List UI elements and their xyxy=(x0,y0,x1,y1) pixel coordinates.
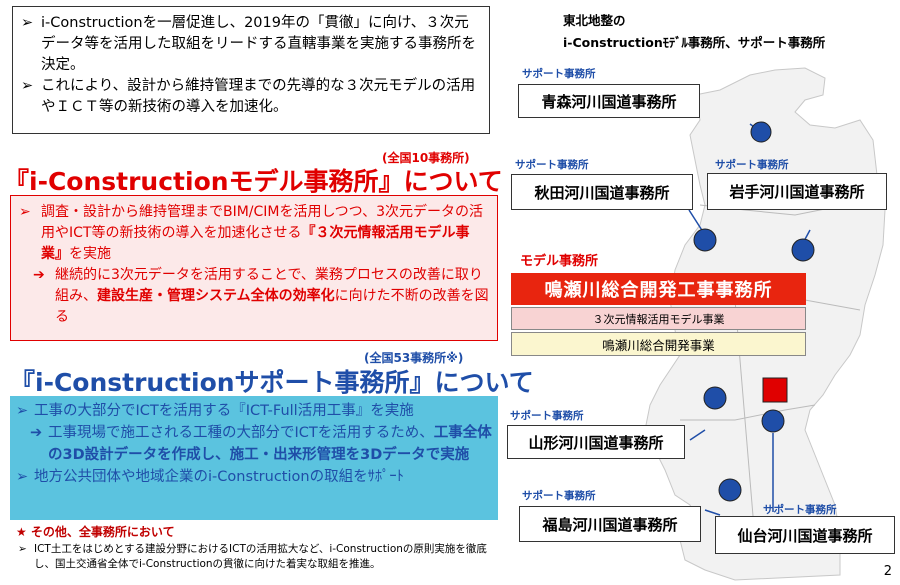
map-title: 東北地整の i-Constructionﾓﾃﾞﾙ事務所、サポート事務所 xyxy=(563,10,825,54)
bullet-icon: ➢ xyxy=(19,204,31,220)
support-label-iwate: サポート事務所 xyxy=(715,159,789,171)
model-office: 鳴瀬川総合開発工事事務所 xyxy=(511,273,806,305)
model-item-2-strong: 建設生産・管理システム全体の効率化 xyxy=(97,288,335,304)
fukushima-marker xyxy=(718,478,742,502)
arrow-icon: ➔ xyxy=(33,267,45,283)
bullet-icon: ➢ xyxy=(18,543,27,555)
model-item-1: ➢ 調査・設計から維持管理までBIM/CIMを活用しつつ、3次元データの活用やI… xyxy=(19,202,489,265)
model-count: (全国10事務所) xyxy=(382,151,470,165)
model-item-2-text: 継続的に3次元データを活用することで、業務プロセスの改善に取り組み、建設生産・管… xyxy=(55,265,489,328)
support-item-2-strong: 工事全体の3D設計データを作成し、施工・出来形管理を3Dデータで実施 xyxy=(48,425,492,463)
other-text-body: ICT土工をはじめとする建設分野におけるICTの活用拡大など、i-Constru… xyxy=(34,543,487,570)
model-sub-project: ３次元情報活用モデル事業 xyxy=(511,307,806,330)
other-title: ★ その他、全事務所において xyxy=(16,525,175,539)
support-label-akita: サポート事務所 xyxy=(515,159,589,171)
support-label-sendai: サポート事務所 xyxy=(763,504,837,516)
other-text: ➢ ICT土工をはじめとする建設分野におけるICTの活用拡大など、i-Const… xyxy=(18,542,498,572)
support-item-1: ➢ 工事の大部分でICTを活用する『ICT-Full活用工事』を実施 xyxy=(16,400,492,422)
office-iwate: 岩手河川国道事務所 xyxy=(707,173,887,210)
support-item-3-text: 地方公共団体や地域企業のi-Constructionの取組をｻﾎﾟｰﾄ xyxy=(34,469,404,485)
office-yamagata: 山形河川国道事務所 xyxy=(507,425,685,459)
model-heading: 『i-Constructionモデル事務所』について xyxy=(4,167,503,196)
intro-item: ➢ i-Constructionを一層促進し、2019年の「貫徹」に向け、３次元… xyxy=(21,13,481,76)
support-label-aomori: サポート事務所 xyxy=(522,68,596,80)
support-item-2: ➔ 工事現場で施工される工種の大部分でICTを活用するため、工事全体の3D設計デ… xyxy=(16,422,492,466)
model-item-1-prefix: 調査・設計から維持管理までBIM/CIMを活用しつつ、3次元データの活用やICT… xyxy=(41,204,484,241)
model-label: モデル事務所 xyxy=(520,254,599,269)
model-item-2-prefix: 継続的に3次元データを活用することで、業務プロセスの改善に取り組み、 xyxy=(55,267,483,304)
support-label-yamagata: サポート事務所 xyxy=(510,410,584,422)
arrow-icon: ➔ xyxy=(30,425,43,441)
model-item-1-suffix: を実施 xyxy=(69,246,111,262)
intro-box: ➢ i-Constructionを一層促進し、2019年の「貫徹」に向け、３次元… xyxy=(12,6,490,134)
model-sub-project: 鳴瀬川総合開発事業 xyxy=(511,332,806,356)
support-count: (全国53事務所※) xyxy=(364,351,464,365)
support-item-3: ➢ 地方公共団体や地域企業のi-Constructionの取組をｻﾎﾟｰﾄ xyxy=(16,466,492,488)
intro-text-1: i-Constructionを一層促進し、2019年の「貫徹」に向け、３次元デー… xyxy=(41,15,476,73)
iwate-marker xyxy=(791,238,815,262)
bullet-icon: ➢ xyxy=(21,78,34,94)
intro-text-2: これにより、設計から維持管理までの先導的な３次元モデルの活用やＩＣＴ等の新技術の… xyxy=(41,78,476,115)
akita-marker xyxy=(693,228,717,252)
bullet-icon: ➢ xyxy=(16,469,29,485)
office-akita: 秋田河川国道事務所 xyxy=(511,174,693,210)
bullet-icon: ➢ xyxy=(21,15,34,31)
aomori-marker xyxy=(750,121,772,143)
model-item-2-suffix: に向けた不断の改善を図る xyxy=(55,288,489,325)
model-box: ➢ 調査・設計から維持管理までBIM/CIMを活用しつつ、3次元データの活用やI… xyxy=(10,195,498,341)
connector-line xyxy=(689,429,706,441)
bullet-icon: ➢ xyxy=(16,403,29,419)
model-office-marker xyxy=(762,377,788,403)
support-label-fukushima: サポート事務所 xyxy=(522,490,596,502)
intro-item: ➢ これにより、設計から維持管理までの先導的な３次元モデルの活用やＩＣＴ等の新技… xyxy=(21,76,481,118)
model-item-1-strong: 『３次元情報活用モデル事業』 xyxy=(41,225,470,262)
sendai-marker xyxy=(761,409,785,433)
support-item-2-prefix: 工事現場で施工される工種の大部分でICTを活用するため、 xyxy=(48,425,434,441)
support-box: ➢ 工事の大部分でICTを活用する『ICT-Full活用工事』を実施 ➔ 工事現… xyxy=(10,396,498,520)
map-title-line-2: i-Constructionﾓﾃﾞﾙ事務所、サポート事務所 xyxy=(563,35,826,50)
yamagata-marker xyxy=(703,386,727,410)
support-item-1-text: 工事の大部分でICTを活用する『ICT-Full活用工事』を実施 xyxy=(34,403,414,419)
office-fukushima: 福島河川国道事務所 xyxy=(519,506,701,542)
page-number: 2 xyxy=(883,564,892,579)
map-title-line-1: 東北地整の xyxy=(563,13,626,28)
office-sendai: 仙台河川国道事務所 xyxy=(715,516,895,554)
support-heading: 『i-Constructionサポート事務所』について xyxy=(10,368,534,397)
model-item-2: ➔ 継続的に3次元データを活用することで、業務プロセスの改善に取り組み、建設生産… xyxy=(19,265,489,328)
support-item-2-text: 工事現場で施工される工種の大部分でICTを活用するため、工事全体の3D設計データ… xyxy=(48,422,492,466)
connector-line xyxy=(704,509,721,516)
model-item-1-text: 調査・設計から維持管理までBIM/CIMを活用しつつ、3次元データの活用やICT… xyxy=(41,202,489,265)
office-aomori: 青森河川国道事務所 xyxy=(518,84,700,118)
